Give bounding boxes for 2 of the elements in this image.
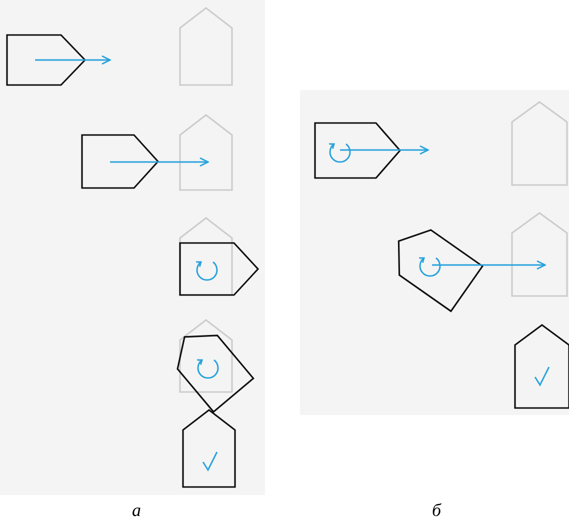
panel-caption: б: [432, 500, 442, 520]
panel-caption: а: [132, 500, 141, 520]
